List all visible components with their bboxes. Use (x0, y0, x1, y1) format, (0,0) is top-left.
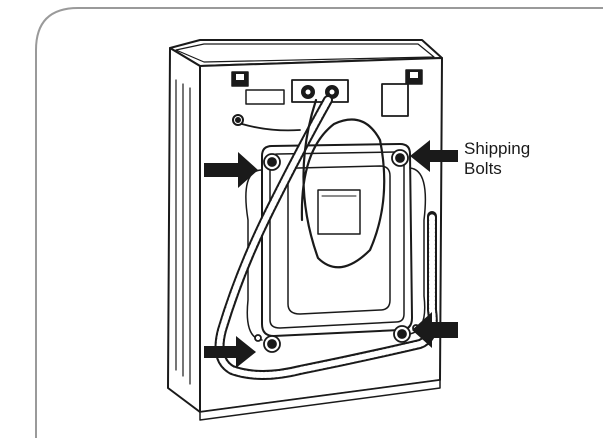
arrow-top-left-icon (204, 152, 258, 188)
panel-border (35, 7, 603, 438)
left-hook (231, 71, 249, 87)
arrow-top-right-icon (410, 140, 458, 172)
shipping-bolts-label: Shipping Bolts (464, 139, 530, 179)
washing-machine-rear (167, 39, 443, 421)
arrow-bottom-right-icon (412, 312, 458, 348)
shipping-bolt-top-left (263, 153, 281, 171)
shipping-bolt-bottom-left (254, 334, 281, 353)
shipping-bolt-top-right (391, 149, 409, 167)
right-hook (405, 69, 423, 85)
callout-line-1: Shipping (464, 139, 531, 158)
callout-line-2: Bolts (464, 159, 502, 178)
arrow-bottom-left-icon (204, 336, 256, 368)
